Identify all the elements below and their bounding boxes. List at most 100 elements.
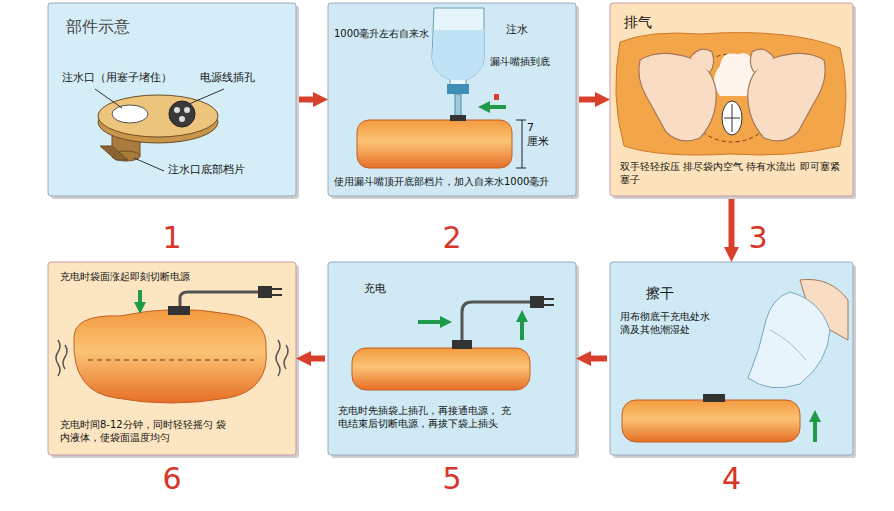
power-cord — [462, 302, 530, 340]
panel-background — [328, 262, 576, 455]
water-bottle — [432, 8, 484, 86]
step-title: 擦干 — [646, 284, 706, 302]
part-label: 注水口底部档片 — [168, 163, 278, 177]
panel-background — [48, 3, 856, 458]
instruction-text: 使用漏斗嘴顶开底部档片，加入自来水1000毫升 — [334, 175, 572, 188]
instruction-text: 充电时先插袋上插孔，再接通电源， 充电结束后切断电源，再拔下袋上插头 — [338, 404, 512, 430]
plug-cap — [169, 101, 195, 127]
note-text: 1000毫升左右自来水 — [334, 27, 434, 40]
heat-wave — [63, 345, 67, 369]
heat-wave — [284, 345, 288, 369]
direction-arrow — [418, 316, 522, 340]
cloth-hand — [748, 279, 848, 387]
hot-water-bag — [88, 360, 254, 361]
plug-cap — [184, 107, 190, 113]
step-panel: 擦干用布彻底干充电处水 滴及其他潮湿处4 — [610, 262, 853, 455]
water-bottle — [432, 8, 484, 130]
dimension-label: 7 厘米 — [527, 121, 553, 150]
warning-text: 充电时袋面涨起即刻切断电源 — [60, 270, 210, 283]
step-number: 6 — [48, 462, 296, 495]
panel-background — [610, 262, 853, 455]
hot-water-bag — [168, 306, 190, 315]
step-title: 排气 — [624, 13, 684, 31]
direction-arrow — [484, 94, 506, 107]
step-number: 5 — [328, 462, 576, 495]
step-panel: 充电时袋面涨起即刻切断电源充电时间8-12分钟，同时轻轻摇匀 袋内液体，使袋面温… — [48, 262, 296, 455]
plug-cap — [100, 146, 128, 160]
power-cord — [180, 292, 258, 306]
plug-cap — [179, 116, 185, 122]
power-cord — [462, 296, 554, 340]
flow-arrow — [585, 356, 607, 362]
dimension-line — [516, 120, 526, 121]
direction-arrow — [140, 290, 141, 308]
step-panel: 1000毫升左右自来水 注水漏斗嘴插到底 7 厘米使用漏斗嘴顶开底部档片，加入自来水… — [328, 3, 576, 196]
direction-arrow — [520, 316, 524, 340]
flow-arrow — [299, 97, 319, 103]
power-cord — [544, 304, 554, 306]
step-panel: 部件示意注水口（用塞子堵住）电源线插孔注水口底部档片1 — [48, 3, 296, 196]
flow-arrow — [305, 356, 325, 362]
leader-line — [134, 158, 164, 171]
hot-water-bag — [732, 104, 733, 132]
hot-water-bag — [357, 115, 512, 168]
dimension-line — [516, 168, 526, 169]
power-cord — [544, 298, 554, 300]
direction-arrow — [138, 290, 142, 308]
hand — [639, 49, 825, 141]
hot-water-bag — [703, 394, 725, 402]
plug-cap — [98, 95, 218, 161]
hot-water-bag — [452, 340, 472, 349]
instruction-text: 充电时间8-12分钟，同时轻轻摇匀 袋内液体，使袋面温度均匀 — [60, 418, 228, 444]
direction-arrow — [484, 105, 506, 109]
flow-arrow — [729, 199, 735, 253]
leader-line — [189, 89, 224, 104]
step-number: 4 — [610, 462, 853, 495]
instruction-text: 用布彻底干充电处水 滴及其他潮湿处 — [620, 310, 720, 336]
heat-wave — [56, 340, 288, 376]
hot-water-bag — [622, 394, 800, 442]
instruction-text: 双手轻轻按压 排尽袋内空气 待有水流出 即可塞紧塞子 — [620, 160, 842, 186]
heat-wave — [276, 340, 280, 376]
step-number: 3 — [738, 221, 778, 254]
cloth-hand — [748, 292, 830, 388]
hot-water-bag — [74, 309, 266, 403]
power-cord — [258, 286, 272, 298]
note-text: 漏斗嘴插到底 — [490, 55, 568, 68]
hot-water-bag — [357, 120, 512, 168]
panel-background — [48, 262, 296, 455]
dimension-line — [522, 120, 523, 168]
water-bottle — [432, 30, 484, 80]
leader-line — [95, 89, 224, 171]
part-label: 电源线插孔 — [200, 71, 284, 85]
dimension-line — [516, 120, 526, 168]
step-number: 2 — [328, 221, 576, 254]
hot-water-bag — [616, 33, 846, 155]
heat-wave — [56, 340, 60, 376]
hot-water-bag — [622, 400, 800, 442]
flow-arrow — [579, 97, 601, 103]
note-text: 注水 — [506, 23, 546, 37]
panel-title: 部件示意 — [66, 17, 186, 38]
power-cord — [530, 296, 544, 308]
hot-water-bag — [74, 306, 266, 403]
plug-cap — [174, 107, 180, 113]
hot-water-bag — [722, 101, 742, 135]
step-panel: 充电充电时先插袋上插孔，再接通电源， 充电结束后切断电源，再拔下袋上插头5 — [328, 262, 576, 455]
panel-background — [328, 3, 576, 196]
direction-arrow — [815, 416, 816, 442]
panel-background — [48, 3, 296, 196]
direction-arrow — [418, 320, 446, 324]
hot-water-bag — [616, 33, 846, 155]
hot-water-bag — [450, 115, 466, 121]
leader-line — [95, 89, 122, 108]
plug-cap — [98, 95, 218, 137]
hand — [750, 49, 774, 72]
hot-water-bag — [352, 340, 530, 390]
plug-cap — [112, 105, 148, 123]
power-cord — [272, 288, 282, 290]
power-cord — [272, 294, 282, 296]
hot-water-bag — [352, 348, 530, 390]
step-panel: 排气双手轻轻按压 排尽袋内空气 待有水流出 即可塞紧塞子3 — [610, 3, 853, 196]
